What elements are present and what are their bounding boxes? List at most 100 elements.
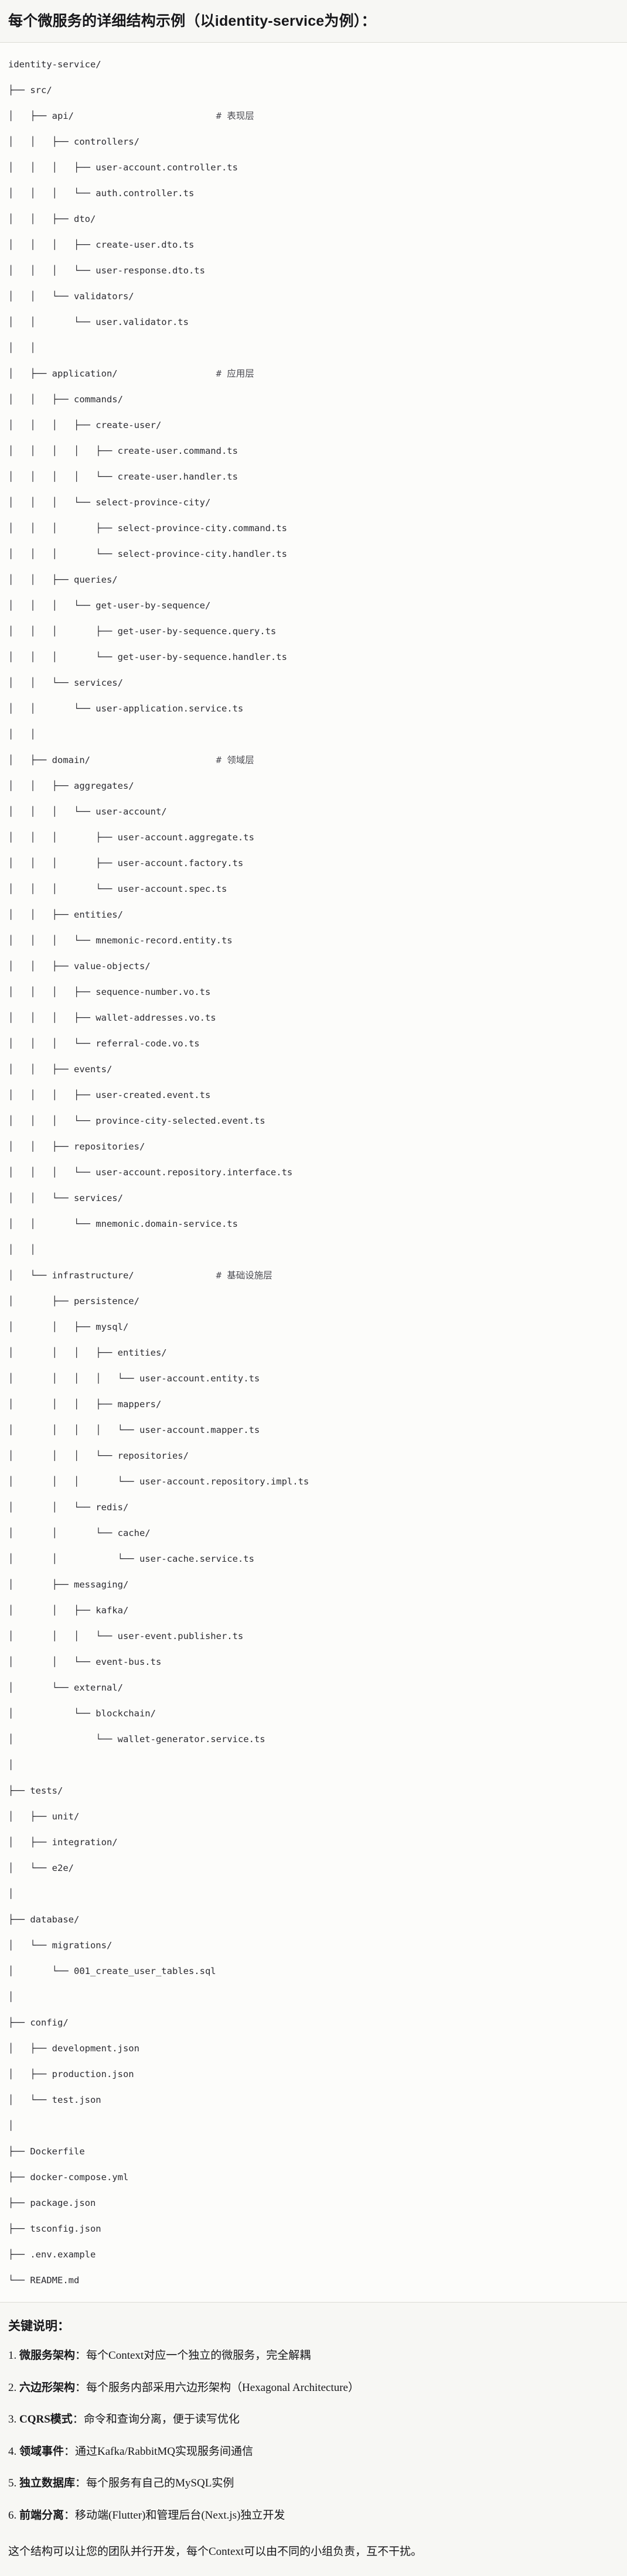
tree-line: │ │ │ └── referral-code.vo.ts [8,1038,200,1049]
key-note-separator: ： [64,2445,76,2458]
tree-line: └── README.md [8,2274,80,2286]
tree-line: │ │ │ ├── user-account.controller.ts [8,162,238,173]
tree-line: ├── package.json [8,2197,96,2208]
tree-line: │ ├── application/ # 应用层 [8,368,254,379]
tree-line: │ │ │ ├── create-user.dto.ts [8,239,195,250]
tree-line: │ │ │ ├── user-created.event.ts [8,1089,211,1100]
tree-line: ├── database/ [8,1914,80,1925]
key-note-number: 6. [8,2509,19,2522]
key-note-description: 每个Context对应一个独立的微服务，完全解耦 [86,2349,311,2362]
tree-line: │ │ ├── mysql/ [8,1321,129,1332]
directory-tree-block: identity-service/ ├── src/ │ ├── api/ # … [0,42,627,2303]
key-note-description: 移动端(Flutter)和管理后台(Next.js)独立开发 [75,2509,285,2522]
tree-line: │ │ └── event-bus.ts [8,1656,162,1667]
tree-line: │ │ │ └── user-account.spec.ts [8,883,227,894]
tree-line: │ │ ├── controllers/ [8,136,139,147]
tree-line: │ [8,2120,14,2131]
tree-line: │ └── blockchain/ [8,1708,156,1719]
page-title: 每个微服务的详细结构示例（以identity-service为例）： [8,13,376,29]
key-note-item: 4. 领域事件：通过Kafka/RabbitMQ实现服务间通信 [8,2444,619,2461]
key-note-description: 命令和查询分离，便于读写优化 [83,2413,240,2426]
tree-line: │ [8,1759,14,1770]
tree-line-comment: # 基础设施层 [216,1270,272,1281]
tree-line: │ │ │ └── select-province-city/ [8,497,211,508]
tree-line: │ │ │ └── repositories/ [8,1450,189,1461]
tree-line: │ │ ├── commands/ [8,394,123,405]
tree-line-comment: # 领域层 [216,754,254,765]
key-note-term: CQRS模式 [19,2413,73,2426]
tree-line: │ │ └── services/ [8,677,123,688]
tree-line: │ │ ├── dto/ [8,213,96,224]
key-note-term: 前端分离 [19,2509,64,2522]
key-notes-list: 1. 微服务架构：每个Context对应一个独立的微服务，完全解耦 2. 六边形架… [8,2348,619,2524]
key-note-number: 1. [8,2349,19,2362]
tree-line: │ ├── messaging/ [8,1579,129,1590]
tree-line: │ │ └── mnemonic.domain-service.ts [8,1218,238,1229]
key-notes-section: 关键说明： 1. 微服务架构：每个Context对应一个独立的微服务，完全解耦 2… [0,2302,627,2576]
tree-line: │ ├── integration/ [8,1836,118,1848]
tree-line-comment: # 应用层 [216,368,254,379]
key-note-separator: ： [75,2349,87,2362]
tree-line: │ ├── development.json [8,2043,139,2054]
key-note-separator: ： [64,2509,76,2522]
tree-line: │ │ │ │ └── user-account.entity.ts [8,1373,260,1384]
tree-line: │ │ │ ├── mappers/ [8,1398,162,1410]
header-section: 每个微服务的详细结构示例（以identity-service为例）： [0,0,627,43]
tree-line: │ │ │ ├── get-user-by-sequence.query.ts [8,625,277,637]
tree-line: │ │ │ └── province-city-selected.event.t… [8,1115,265,1126]
tree-line: │ │ │ └── get-user-by-sequence/ [8,600,211,611]
closing-note: 这个结构可以让您的团队并行开发，每个Context可以由不同的小组负责，互不干扰… [8,2546,422,2558]
tree-line: │ │ └── cache/ [8,1527,151,1538]
tree-line: │ │ ├── entities/ [8,909,123,920]
tree-line: │ [8,1991,14,2002]
tree-line: │ └── 001_create_user_tables.sql [8,1965,216,1976]
tree-line: │ └── external/ [8,1682,123,1693]
tree-line: │ │ │ └── user-account.repository.interf… [8,1166,293,1178]
tree-line: │ │ │ └── user-account/ [8,806,167,817]
key-note-number: 5. [8,2477,19,2490]
key-note-separator: ： [75,2477,87,2490]
key-note-description: 每个服务内部采用六边形架构（Hexagonal Architecture） [86,2381,359,2394]
tree-line: ├── docker-compose.yml [8,2171,129,2182]
tree-line: │ ├── persistence/ [8,1295,139,1306]
tree-line: │ │ │ └── mnemonic-record.entity.ts [8,935,233,946]
key-note-term: 六边形架构 [19,2381,76,2394]
tree-line: │ │ │ └── user-response.dto.ts [8,265,205,276]
tree-line: ├── tests/ [8,1785,63,1796]
key-note-item: 3. CQRS模式：命令和查询分离，便于读写优化 [8,2411,619,2428]
tree-line: │ ├── domain/ # 领域层 [8,754,254,765]
tree-line: ├── .env.example [8,2249,96,2260]
tree-line: │ │ └── redis/ [8,1501,129,1513]
tree-line: │ │ │ ├── user-account.factory.ts [8,857,244,868]
tree-line: │ └── test.json [8,2094,101,2105]
key-note-item: 6. 前端分离：移动端(Flutter)和管理后台(Next.js)独立开发 [8,2507,619,2524]
key-note-number: 3. [8,2413,19,2426]
tree-line: │ │ │ │ └── create-user.handler.ts [8,471,238,482]
tree-line: │ │ │ ├── sequence-number.vo.ts [8,986,211,997]
tree-line: ├── src/ [8,84,52,95]
key-notes-title: 关键说明： [8,2319,70,2333]
tree-line: │ │ ├── kafka/ [8,1605,129,1616]
key-note-item: 2. 六边形架构：每个服务内部采用六边形架构（Hexagonal Archite… [8,2380,619,2397]
tree-line: │ │ │ ├── wallet-addresses.vo.ts [8,1012,216,1023]
tree-line: │ │ │ ├── select-province-city.command.t… [8,522,287,533]
tree-line: │ │ ├── repositories/ [8,1141,145,1152]
directory-tree: identity-service/ ├── src/ │ ├── api/ # … [8,58,619,2287]
tree-line: │ │ └── user.validator.ts [8,316,189,327]
tree-line: │ │ │ │ └── user-account.mapper.ts [8,1424,260,1435]
key-note-item: 5. 独立数据库：每个服务有自己的MySQL实例 [8,2475,619,2492]
tree-line: │ │ ├── aggregates/ [8,780,134,791]
tree-line: identity-service/ [8,59,101,70]
key-note-item: 1. 微服务架构：每个Context对应一个独立的微服务，完全解耦 [8,2348,619,2365]
tree-line: │ │ │ │ ├── create-user.command.ts [8,445,238,456]
tree-line: │ └── infrastructure/ # 基础设施层 [8,1270,272,1281]
tree-line: ├── config/ [8,2017,69,2028]
key-note-term: 领域事件 [19,2445,64,2458]
tree-line: ├── tsconfig.json [8,2223,101,2234]
tree-line: │ └── migrations/ [8,1939,113,1951]
tree-line: │ ├── unit/ [8,1811,80,1822]
tree-line: │ │ │ └── auth.controller.ts [8,187,195,199]
tree-line: │ [8,1888,14,1899]
tree-line: │ │ │ ├── user-account.aggregate.ts [8,832,254,843]
